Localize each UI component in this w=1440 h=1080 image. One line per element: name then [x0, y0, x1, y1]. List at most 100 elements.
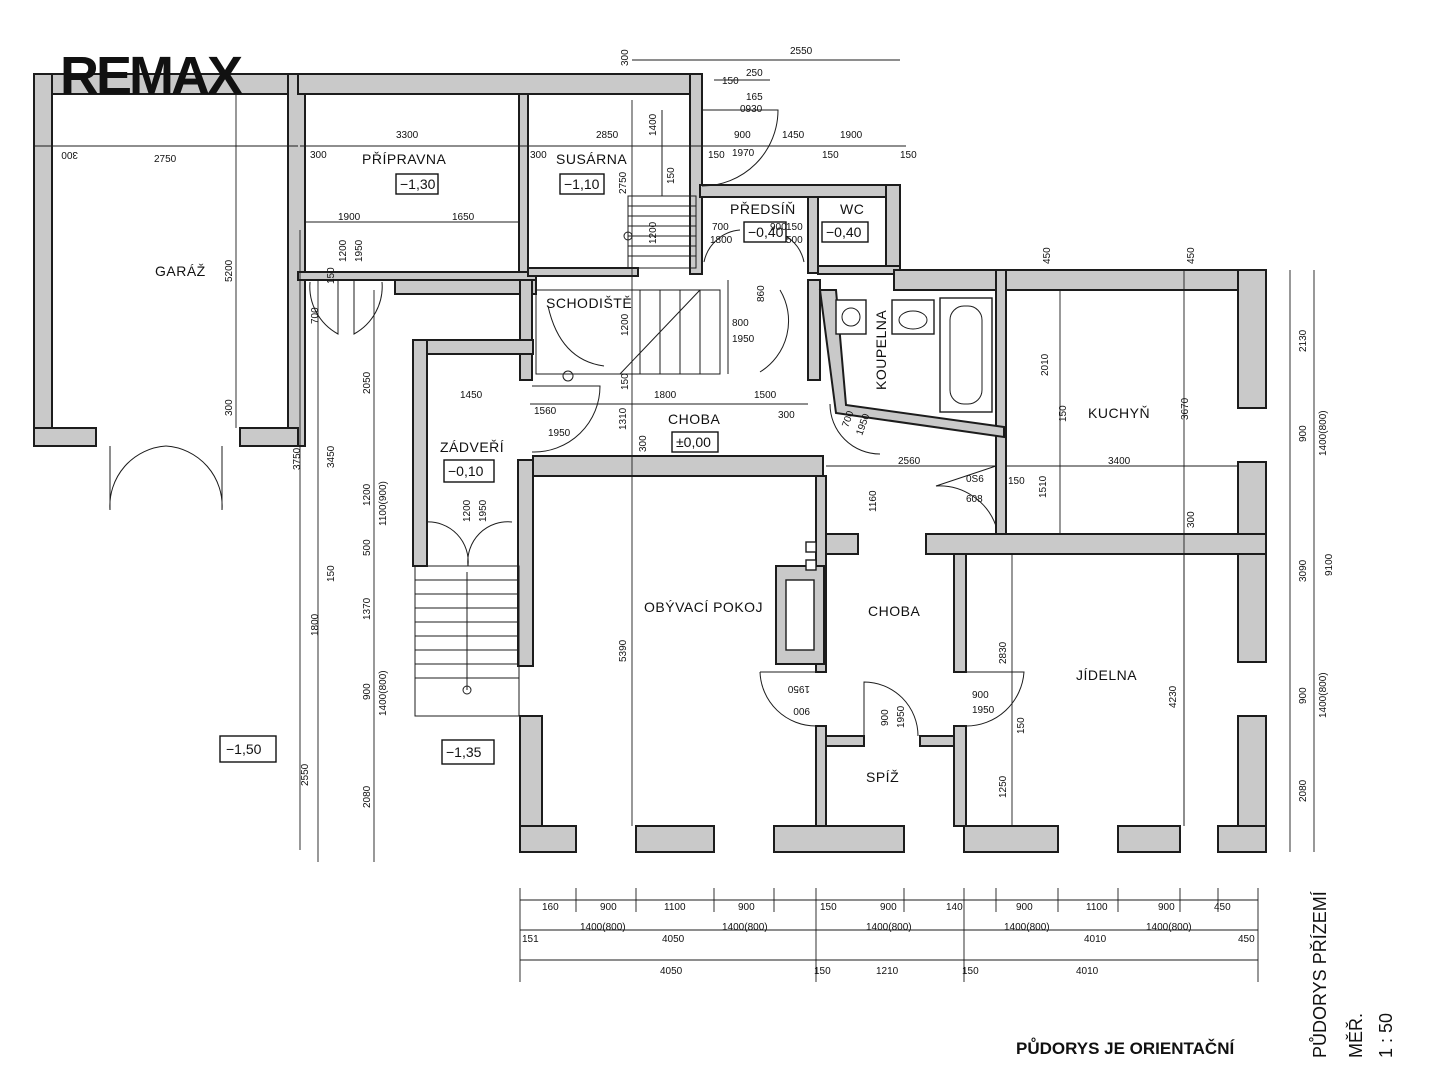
dim-label: 4050 [660, 966, 683, 977]
room-label-chodba-upper: CHOBA [668, 411, 720, 427]
room-label-garaz: GARÁŽ [155, 263, 206, 279]
dim-label: 3750 [292, 447, 303, 470]
dim-label: 1400(800) [1318, 672, 1329, 718]
wall [1237, 461, 1267, 663]
dim-label: 1400(800) [1004, 922, 1050, 933]
wall [689, 73, 703, 275]
wall [825, 735, 865, 747]
dim-label: 1200 [462, 499, 473, 522]
dim-label: 1200 [648, 221, 659, 244]
level-box [395, 173, 439, 195]
dim-label: 1200 [362, 483, 373, 506]
wall [818, 289, 1005, 439]
dim-label: 300 [310, 150, 327, 161]
wall [394, 279, 537, 295]
dim-label: 140 [946, 902, 963, 913]
dim-label: 500 [786, 235, 803, 246]
dim-label: 900 [880, 902, 897, 913]
dim-label: 1370 [362, 597, 373, 620]
dim-label: 1950 [478, 499, 489, 522]
dim-label: 150 [814, 966, 831, 977]
level-markers: −1,30 −1,10 −0,40 −0,40 ±0,00 −0,10 −1,5… [219, 173, 869, 765]
dim-label: 300 [778, 410, 795, 421]
dim-label: 1310 [618, 407, 629, 430]
doors [109, 109, 1025, 737]
dim-label: 4010 [1084, 934, 1107, 945]
scale-label: MĚŘ. [1346, 1013, 1366, 1058]
dim-label: 1800 [310, 613, 321, 636]
dim-label: 3090 [1298, 559, 1309, 582]
dim-label: 150 [962, 966, 979, 977]
bathtub [939, 297, 993, 413]
dim-label: 1560 [534, 406, 557, 417]
dim-label: 1160 [868, 490, 879, 512]
level-zadveri: −0,10 [448, 463, 484, 479]
bathtub-inner [949, 305, 983, 405]
dim-label: 2850 [596, 130, 619, 141]
level-predsin: −0,40 [748, 224, 784, 240]
dim-label: 1900 [338, 212, 361, 223]
level-pripravna: −1,30 [400, 176, 436, 192]
dimension-labels-top: 300 2550 150 250 165 0930 3300 2850 1400… [61, 46, 917, 246]
dim-label: 2750 [618, 171, 629, 194]
level-box [441, 739, 495, 765]
room-label-schodiste: SCHODIŠTĚ [546, 295, 632, 311]
dim-label: 1950 [732, 334, 755, 345]
dim-label: 860 [756, 285, 767, 302]
room-labels: GARÁŽ PŘÍPRAVNA SUSÁRNA PŘEDSÍŇ WC SCHOD… [155, 151, 1150, 785]
dim-label: 3450 [326, 445, 337, 468]
dim-label: 2050 [362, 371, 373, 394]
wall [815, 725, 827, 827]
dim-label: 900 [738, 902, 755, 913]
dim-label: 1400 [648, 113, 659, 136]
dim-label: 450 [1042, 247, 1053, 264]
dim-label: 151 [522, 934, 539, 945]
dim-label: 900 [734, 130, 751, 141]
dim-label: 1510 [1038, 475, 1049, 498]
wall [287, 73, 306, 447]
dim-label: 900 [1298, 687, 1309, 704]
dim-label: 300 [620, 49, 631, 66]
dim-label: 900 [880, 709, 891, 726]
dim-label: 1800 [654, 390, 677, 401]
dim-label: 2550 [300, 763, 311, 786]
dim-label: 1400(800) [866, 922, 912, 933]
dim-label: 2010 [1040, 353, 1051, 376]
dim-label: 700 [712, 222, 729, 233]
wall [995, 269, 1007, 537]
dim-label: 150 [326, 267, 337, 284]
dim-label: 1800 [710, 235, 733, 246]
room-label-chodba-lower: CHOBA [868, 603, 920, 619]
level-exterior-left: −1,50 [226, 741, 262, 757]
dim-label: 1970 [732, 148, 755, 159]
dim-label: 300 [530, 150, 547, 161]
dim-label: 450 [1186, 247, 1197, 264]
dim-label: 1250 [998, 775, 1009, 798]
wall [412, 339, 428, 567]
dim-label: 900 [1298, 425, 1309, 442]
stairs [414, 110, 729, 717]
dim-label: 900 [972, 690, 989, 701]
fireplace-opening [785, 579, 815, 651]
dim-label: 3670 [1180, 397, 1191, 420]
dim-label: 1450 [782, 130, 805, 141]
wall [919, 735, 955, 747]
dim-label: 2550 [790, 46, 813, 57]
dim-label: 4010 [1076, 966, 1099, 977]
wall [33, 427, 97, 447]
dim-label: 1210 [876, 966, 899, 977]
dim-label: 5200 [224, 259, 235, 282]
dim-label: 608 [966, 494, 983, 505]
dim-label: 1950 [548, 428, 571, 439]
wall [1217, 825, 1267, 853]
wall [953, 725, 967, 827]
dim-label: 900 [793, 705, 810, 716]
dim-label: 1650 [452, 212, 475, 223]
toilet [891, 299, 935, 335]
dim-label: 3300 [396, 130, 419, 141]
dim-label: 3400 [1108, 456, 1131, 467]
wall [518, 93, 529, 281]
dim-label: 4050 [662, 934, 685, 945]
walls [33, 73, 1267, 853]
